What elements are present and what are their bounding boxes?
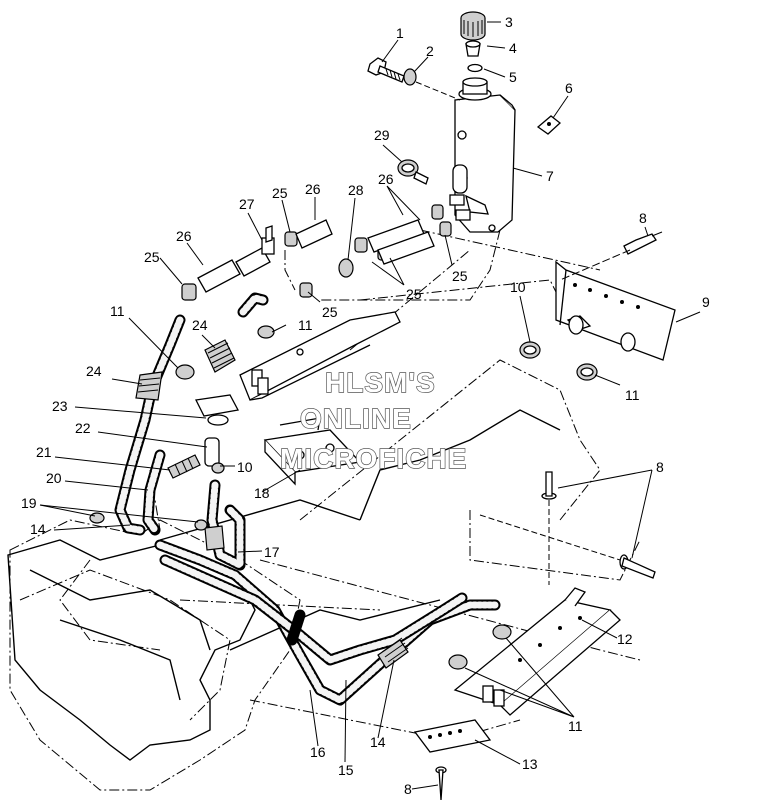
fitting-grouping-line (284, 229, 501, 301)
callout-6: 6 (565, 80, 573, 96)
washer (403, 68, 417, 86)
callout-numbers: 1 2 3 4 5 6 7 29 26 28 26 25 27 26 25 25… (21, 14, 710, 797)
callout-25-left: 25 (144, 249, 160, 265)
callout-25-lower: 25 (322, 304, 338, 320)
callout-27: 27 (239, 196, 255, 212)
hose-spring-upper (204, 339, 236, 373)
callout-16: 16 (310, 744, 326, 760)
lower-hose-16 (154, 539, 501, 706)
callout-23: 23 (52, 398, 68, 414)
callout-19: 19 (21, 495, 37, 511)
fitting-22 (204, 437, 220, 467)
clamp-10-right (519, 341, 541, 359)
callout-29: 29 (374, 127, 390, 143)
rivet-8-right (619, 554, 656, 579)
grommet-23 (195, 394, 239, 426)
hose-spring-lower (135, 371, 163, 401)
callout-24-left: 24 (86, 363, 102, 379)
reservoir-plug (465, 40, 481, 57)
callout-21: 21 (36, 444, 52, 460)
clamp-10-left (211, 462, 225, 474)
hose-spring-17 (204, 525, 225, 551)
rivet-axis-line-2 (479, 514, 621, 561)
callout-10-right: 10 (510, 279, 526, 295)
left-mounting-bracket (239, 311, 401, 401)
watermark-line-1: HLSM'S (325, 367, 436, 398)
clamp-11-top (257, 325, 275, 339)
callout-28: 28 (348, 182, 364, 198)
radiator-bracket-right (555, 260, 676, 361)
callout-20: 20 (46, 470, 62, 486)
clamp-11-right (576, 363, 598, 381)
callout-7: 7 (546, 168, 554, 184)
callout-1: 1 (396, 25, 404, 41)
hose-clamp-29 (397, 159, 429, 185)
callout-25-right: 25 (452, 268, 468, 284)
callout-22: 22 (75, 420, 91, 436)
clamp-19-b (194, 519, 208, 531)
callout-8-bottom: 8 (404, 781, 412, 797)
clamp-11-lower-b (448, 654, 468, 670)
bolt-axis-line (415, 81, 461, 101)
callout-14-lower: 14 (370, 734, 386, 750)
hose-stub (286, 609, 306, 646)
clamp-19-a (89, 512, 105, 524)
heat-exchanger-bracket (453, 587, 621, 716)
rivet-8-center (541, 471, 557, 500)
screw-top-right (623, 231, 663, 255)
rivet-8-bottom (435, 766, 447, 801)
callout-10-left: 10 (237, 459, 253, 475)
callout-25-top: 25 (272, 185, 288, 201)
watermark-line-2: ONLINE (300, 403, 412, 434)
fitting-hose-row (181, 194, 471, 301)
clamp-11-left (175, 364, 195, 380)
callout-9: 9 (702, 294, 710, 310)
callout-11-lower: 11 (568, 718, 583, 734)
reservoir-cap (460, 11, 486, 41)
callout-14-left: 14 (30, 521, 46, 537)
callout-4: 4 (509, 40, 517, 56)
clamp-11-lower-a (492, 624, 512, 640)
coolant-reservoir (452, 77, 516, 233)
plate-13 (413, 719, 492, 753)
callout-2: 2 (426, 43, 434, 59)
callout-11-upper: 11 (298, 317, 313, 333)
screw-axis-line (559, 249, 631, 281)
watermark-line-3: MICROFICHE (280, 443, 467, 474)
callout-11-right: 11 (625, 387, 640, 403)
bracket-18 (263, 417, 362, 486)
callout-24-upper: 24 (192, 317, 208, 333)
callout-18: 18 (254, 485, 270, 501)
callout-15: 15 (338, 762, 354, 778)
callout-26-right: 26 (378, 171, 394, 187)
callout-3: 3 (505, 14, 513, 30)
callout-leaders (39, 21, 701, 790)
reservoir-o-ring (467, 63, 483, 73)
callout-12: 12 (617, 631, 633, 647)
callout-26-left: 26 (176, 228, 192, 244)
callout-25-mid: 25 (406, 286, 422, 302)
tee-fitting-21 (167, 454, 201, 479)
callout-26-mid: 26 (305, 181, 321, 197)
callout-5: 5 (509, 69, 517, 85)
callout-8-top: 8 (639, 210, 647, 226)
callout-11-left: 11 (110, 303, 125, 319)
hose-spring-14-lower (377, 637, 409, 669)
callout-13: 13 (522, 756, 538, 772)
mounting-bolt (367, 57, 405, 83)
watermark: HLSM'S ONLINE MICROFICHE (279, 366, 467, 474)
callout-17: 17 (264, 544, 280, 560)
callout-8-right: 8 (656, 459, 664, 475)
speed-nut (536, 115, 562, 135)
